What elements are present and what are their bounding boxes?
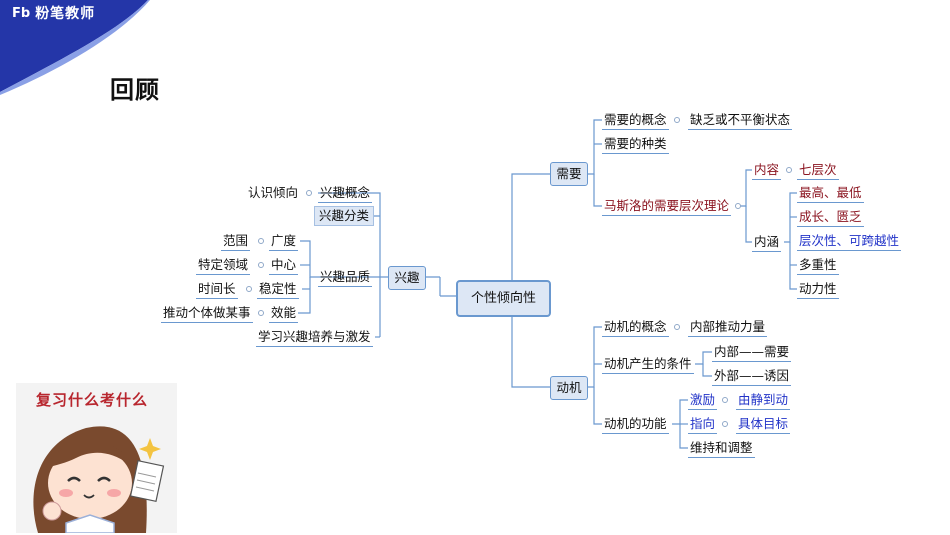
connector-dot (246, 286, 252, 292)
motive-functions[interactable]: 动机的功能 (602, 415, 669, 434)
need-concept[interactable]: 需要的概念 (602, 111, 669, 130)
motive-conditions[interactable]: 动机产生的条件 (602, 355, 694, 374)
connotation-item-3: 层次性、可跨越性 (797, 232, 902, 251)
mindmap-root[interactable]: 个性倾向性 (456, 280, 551, 317)
connector-dot (786, 167, 792, 173)
page-title: 回顾 (110, 76, 160, 104)
condition-internal: 内部——需要 (712, 343, 792, 362)
function-direct-desc: 具体目标 (736, 415, 791, 434)
maslow-connotation[interactable]: 内涵 (752, 233, 782, 252)
connotation-item-1: 最高、最低 (797, 184, 864, 203)
interest-cultivation[interactable]: 学习兴趣培养与激发 (256, 328, 373, 347)
connector-dot (258, 238, 264, 244)
interest-category[interactable]: 兴趣分类 (314, 206, 375, 226)
maslow-content[interactable]: 内容 (752, 161, 782, 180)
connector-dot (722, 421, 728, 427)
maslow-theory[interactable]: 马斯洛的需要层次理论 (602, 197, 732, 216)
quality-name-3[interactable]: 稳定性 (257, 280, 299, 299)
function-maintain[interactable]: 维持和调整 (688, 439, 755, 458)
need-concept-desc: 缺乏或不平衡状态 (688, 111, 793, 130)
quality-name-2[interactable]: 中心 (269, 256, 299, 275)
function-activate[interactable]: 激励 (688, 391, 718, 410)
branch-xingqu[interactable]: 兴趣 (388, 266, 426, 290)
branch-xuyao[interactable]: 需要 (550, 162, 588, 186)
function-direct[interactable]: 指向 (688, 415, 718, 434)
connector-dot (258, 310, 264, 316)
connotation-item-2: 成长、匮乏 (797, 208, 864, 227)
connector-dot (674, 117, 680, 123)
connector-dot (258, 262, 264, 268)
quality-desc-4: 推动个体做某事 (161, 304, 253, 323)
motive-concept[interactable]: 动机的概念 (602, 318, 669, 337)
connector-dot (735, 203, 741, 209)
connector-dot (722, 397, 728, 403)
brand-name: 粉笔教师 (35, 6, 96, 22)
interest-quality[interactable]: 兴趣品质 (318, 268, 373, 287)
connotation-item-4: 多重性 (797, 256, 839, 275)
brand-logo-icon: Fb (12, 5, 31, 21)
quality-name-1[interactable]: 广度 (269, 232, 299, 251)
connotation-item-5: 动力性 (797, 280, 839, 299)
branch-dongji[interactable]: 动机 (550, 376, 588, 400)
quality-desc-2: 特定领域 (196, 256, 251, 275)
sticker-image: 复习什么考什么 (16, 383, 177, 533)
connector-dot (674, 324, 680, 330)
function-activate-desc: 由静到动 (736, 391, 791, 410)
sticker-text: 复习什么考什么 (36, 391, 149, 409)
quality-desc-1: 范围 (221, 232, 251, 251)
maslow-content-desc: 七层次 (797, 161, 839, 180)
quality-desc-3: 时间长 (196, 280, 238, 299)
interest-concept[interactable]: 兴趣概念 (318, 184, 373, 203)
connector-dot (306, 190, 312, 196)
quality-name-4[interactable]: 效能 (269, 304, 299, 323)
condition-external: 外部——诱因 (712, 367, 792, 386)
brand-corner-shape (0, 0, 150, 95)
motive-concept-desc: 内部推动力量 (688, 318, 768, 337)
brand-header: Fb 粉笔教师 (12, 3, 95, 23)
interest-concept-desc: 认识倾向 (248, 185, 299, 200)
need-types[interactable]: 需要的种类 (602, 135, 669, 154)
cartoon-girl-icon (33, 426, 165, 533)
